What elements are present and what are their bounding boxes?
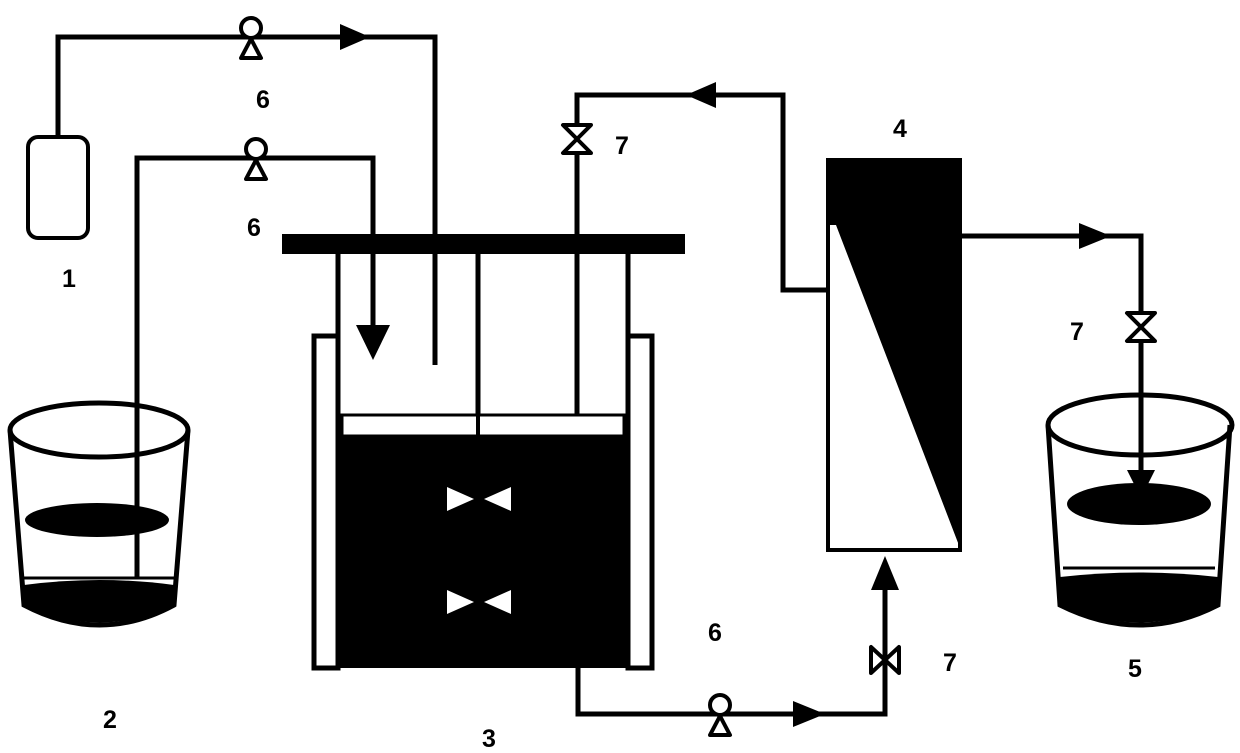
flow-arrows: [340, 24, 1155, 727]
pipe-column-recycle: [574, 92, 828, 415]
arrow-icon: [1127, 470, 1155, 498]
pipe-bottle-to-reactor: [55, 34, 438, 365]
valve-icon: [1125, 311, 1157, 343]
label-valve-outlet: 7: [1070, 318, 1084, 346]
jacketed-reactor: [282, 234, 685, 671]
label-pump-top: 6: [256, 86, 270, 114]
label-valve-recycle: 7: [615, 132, 629, 160]
label-valve-column-inlet: 7: [943, 649, 957, 677]
arrow-icon: [340, 24, 370, 50]
label-reactor: 3: [482, 725, 496, 753]
valve-icon: [561, 123, 593, 155]
arrow-icon: [1079, 223, 1111, 249]
arrow-icon: [356, 325, 390, 360]
label-collection-beaker: 5: [1128, 655, 1142, 683]
arrow-icon: [793, 701, 825, 727]
label-feed-beaker: 2: [103, 706, 117, 734]
separation-column: [826, 158, 962, 552]
collection-beaker: [1045, 392, 1235, 628]
label-column: 4: [893, 115, 907, 143]
reservoir-bottle: [26, 135, 90, 240]
label-pump-bottom: 6: [708, 619, 722, 647]
pipe-column-to-collection: [960, 233, 1144, 480]
arrow-icon: [686, 82, 716, 108]
arrow-icon: [871, 556, 899, 590]
label-pump-middle: 6: [247, 214, 261, 242]
feed-beaker: [7, 400, 191, 628]
label-reservoir: 1: [62, 265, 76, 293]
pipe-reactor-to-column: [575, 580, 888, 717]
